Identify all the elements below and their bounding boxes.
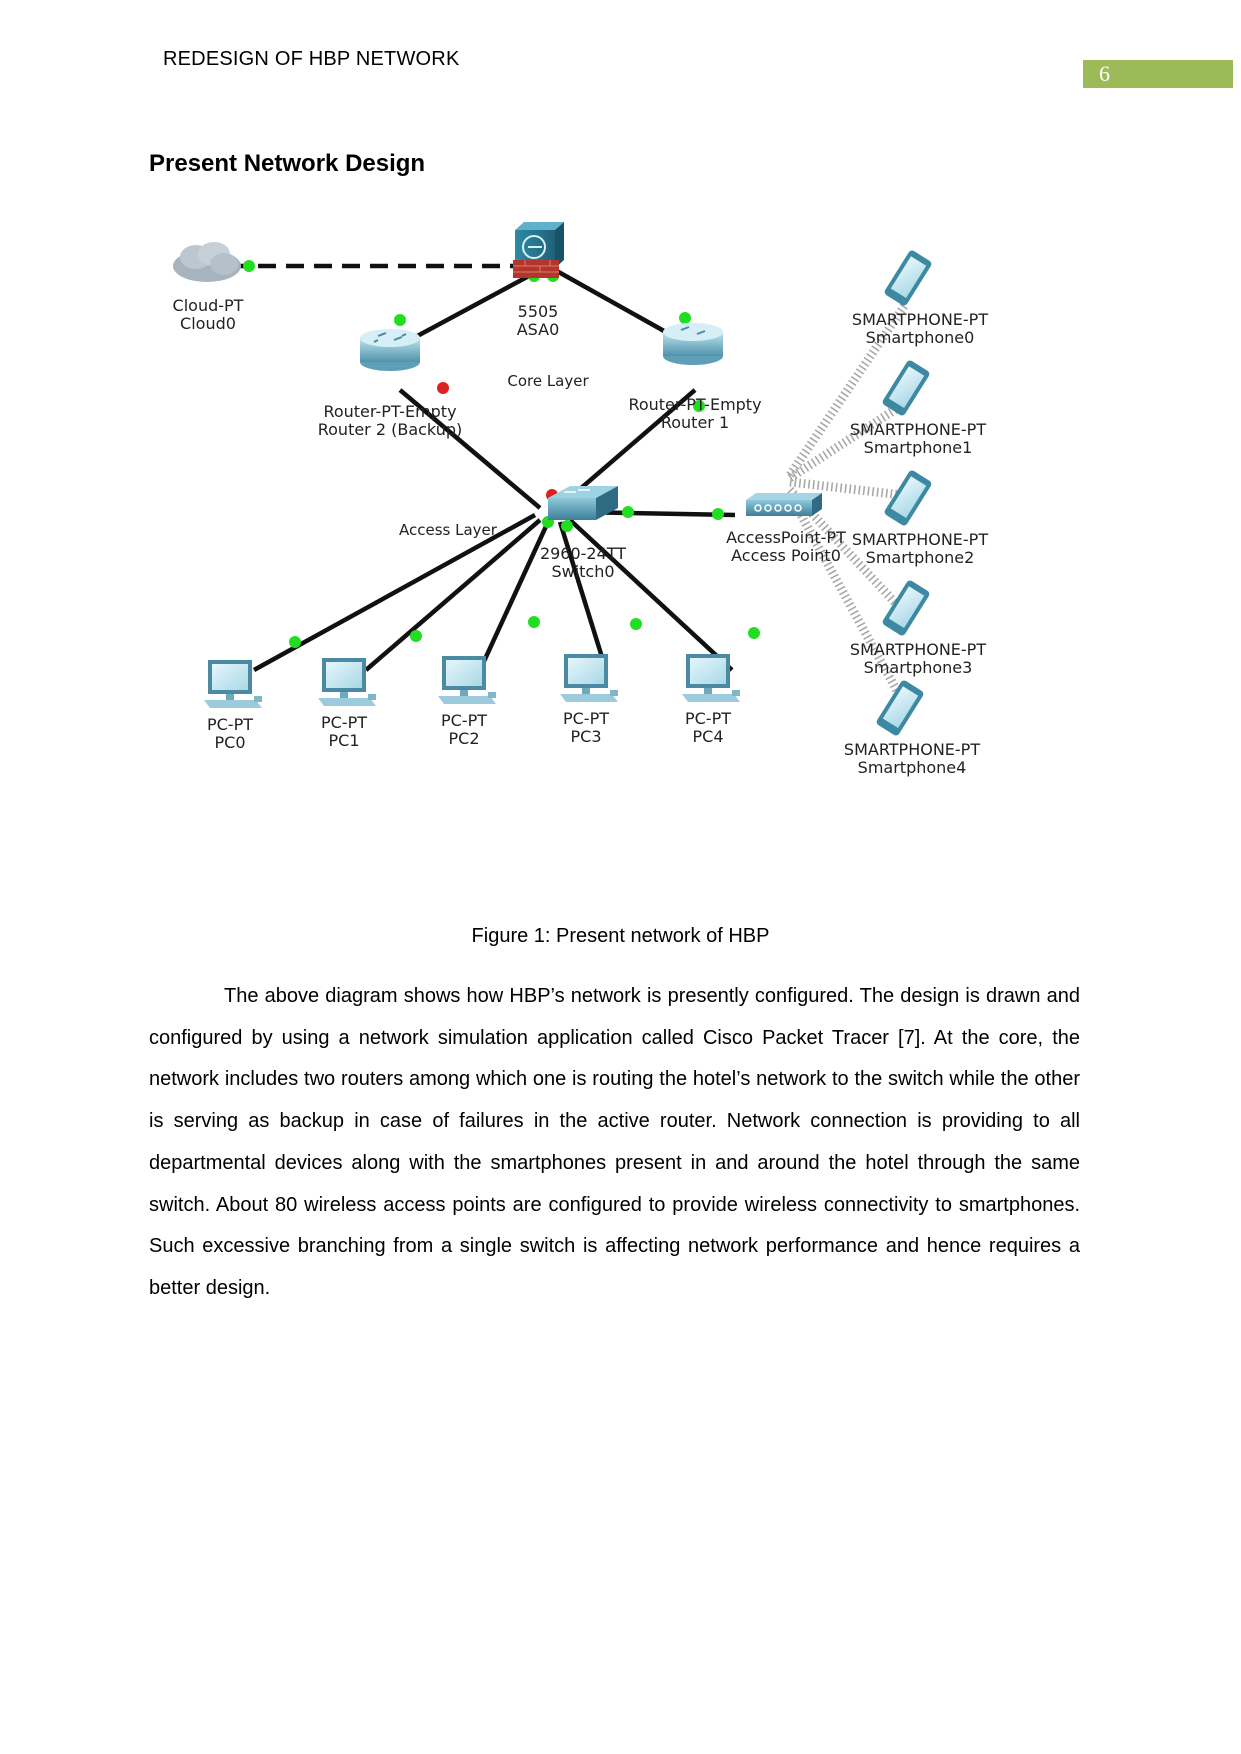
wireless-links	[786, 302, 909, 703]
asa-name-label: ASA0	[517, 320, 560, 339]
pc-icon[interactable]	[438, 656, 496, 704]
pc-name-label: PC2	[449, 729, 480, 748]
cloud-icon[interactable]	[173, 242, 241, 282]
pc-name-label: PC4	[693, 727, 724, 746]
smartphone-type-label: SMARTPHONE-PT	[852, 310, 988, 329]
router-main-name-label: Router 1	[661, 413, 729, 432]
pc-type-label: PC-PT	[563, 709, 609, 728]
router-main-icon[interactable]	[663, 323, 723, 365]
pc-icon[interactable]	[318, 658, 376, 706]
body-paragraph: The above diagram shows how HBP’s networ…	[149, 976, 1080, 1310]
switch-type-label: 2960-24TT	[540, 544, 626, 563]
router-backup-type-label: Router-PT-Empty	[323, 402, 456, 421]
link-status-lights	[243, 260, 760, 648]
ap-type-label: AccessPoint-PT	[726, 528, 846, 547]
pc-name-label: PC0	[215, 733, 246, 752]
cloud-type-label: Cloud-PT	[173, 296, 244, 315]
firewall-asa-icon[interactable]	[513, 222, 564, 278]
network-diagram: Cloud-PT Cloud0 5505 ASA0 Router-PT-Empt…	[150, 210, 1070, 880]
running-header: REDESIGN OF HBP NETWORK	[163, 48, 460, 70]
pc-icon[interactable]	[682, 654, 740, 702]
switch-icon[interactable]	[548, 486, 618, 520]
pc-icon[interactable]	[560, 654, 618, 702]
smartphone-type-label: SMARTPHONE-PT	[852, 530, 988, 549]
paragraph-text: The above diagram shows how HBP’s networ…	[149, 985, 1080, 1299]
smartphone-name-label: Smartphone3	[864, 658, 973, 677]
smartphone-icon[interactable]	[875, 679, 925, 737]
smartphone-group: SMARTPHONE-PTSmartphone0SMARTPHONE-PTSma…	[844, 249, 988, 777]
pc-type-label: PC-PT	[441, 711, 487, 730]
router-backup-icon[interactable]	[360, 329, 420, 371]
figure-caption: Figure 1: Present network of HBP	[471, 925, 770, 947]
pc-type-label: PC-PT	[207, 715, 253, 734]
smartphone-icon[interactable]	[881, 579, 931, 637]
smartphone-icon[interactable]	[883, 469, 933, 527]
access-point-icon[interactable]	[746, 493, 822, 516]
pc-name-label: PC3	[571, 727, 602, 746]
smartphone-type-label: SMARTPHONE-PT	[844, 740, 980, 759]
switch-name-label: Switch0	[551, 562, 614, 581]
smartphone-type-label: SMARTPHONE-PT	[850, 420, 986, 439]
router-main-type-label: Router-PT-Empty	[628, 395, 761, 414]
smartphone-name-label: Smartphone0	[866, 328, 975, 347]
wired-links	[230, 263, 736, 672]
pc-icon[interactable]	[204, 660, 262, 708]
ap-name-label: Access Point0	[731, 546, 841, 565]
router-backup-name-label: Router 2 (Backup)	[318, 420, 463, 439]
pc-name-label: PC1	[329, 731, 360, 750]
asa-type-label: 5505	[518, 302, 559, 321]
smartphone-name-label: Smartphone1	[864, 438, 973, 457]
smartphone-name-label: Smartphone4	[858, 758, 967, 777]
smartphone-name-label: Smartphone2	[866, 548, 975, 567]
cloud-name-label: Cloud0	[180, 314, 236, 333]
smartphone-icon[interactable]	[881, 359, 931, 417]
pc-type-label: PC-PT	[321, 713, 367, 732]
smartphone-icon[interactable]	[883, 249, 933, 307]
section-heading: Present Network Design	[149, 150, 426, 177]
page-number: 6	[1083, 60, 1233, 88]
pc-type-label: PC-PT	[685, 709, 731, 728]
smartphone-type-label: SMARTPHONE-PT	[850, 640, 986, 659]
core-layer-label: Core Layer	[507, 372, 589, 390]
access-layer-label: Access Layer	[399, 521, 498, 539]
